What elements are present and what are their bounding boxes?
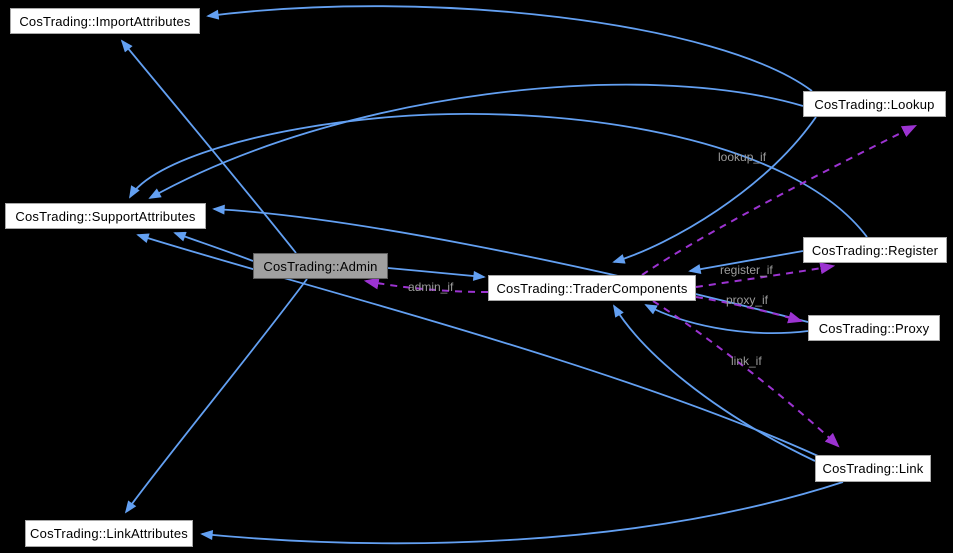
edge-admin-to-trader-components <box>387 267 486 281</box>
node-costrading-importattributes[interactable]: CosTrading::ImportAttributes <box>10 8 200 34</box>
node-costrading-proxy[interactable]: CosTrading::Proxy <box>808 315 940 341</box>
edge-tc-to-admin <box>363 277 489 293</box>
edge-label-link-if: link_if <box>731 354 762 368</box>
edge-tc-to-proxy <box>695 296 804 324</box>
node-costrading-tradercomponents[interactable]: CosTrading::TraderComponents <box>488 275 696 301</box>
edge-admin-to-support-attributes <box>173 231 254 262</box>
edge-register-to-trader-components <box>688 250 804 274</box>
edge-proxy-to-trader-components <box>644 304 809 334</box>
node-costrading-register[interactable]: CosTrading::Register <box>803 237 947 263</box>
node-costrading-admin[interactable]: CosTrading::Admin <box>253 253 388 279</box>
edge-tc-to-link <box>652 300 840 448</box>
node-costrading-supportattributes[interactable]: CosTrading::SupportAttributes <box>5 203 206 229</box>
node-costrading-linkattributes[interactable]: CosTrading::LinkAttributes <box>25 520 193 547</box>
edge-label-admin-if: admin_if <box>408 280 454 294</box>
edge-label-proxy-if: proxy_if <box>726 293 769 307</box>
node-costrading-lookup[interactable]: CosTrading::Lookup <box>803 91 946 117</box>
edge-label-register-if: register_if <box>720 263 773 277</box>
edge-proxy-to-support-attributes <box>212 204 809 323</box>
edge-link-to-link-attributes <box>200 481 844 545</box>
edge-register-to-support-attributes <box>129 113 868 238</box>
edge-label-lookup-if: lookup_if <box>718 150 767 164</box>
edge-tc-to-register <box>695 262 836 288</box>
edge-admin-to-import-attributes <box>120 39 297 254</box>
edge-lookup-to-import-attributes <box>206 5 813 92</box>
edge-link-to-support-attributes <box>136 233 819 457</box>
node-costrading-link[interactable]: CosTrading::Link <box>815 455 931 482</box>
edge-link-to-trader-components <box>613 304 816 462</box>
edge-tc-to-lookup <box>641 125 918 276</box>
edge-lookup-to-trader-components <box>612 116 817 264</box>
edge-admin-to-link-attributes <box>124 278 308 514</box>
edge-lookup-to-support-attributes <box>148 83 804 199</box>
